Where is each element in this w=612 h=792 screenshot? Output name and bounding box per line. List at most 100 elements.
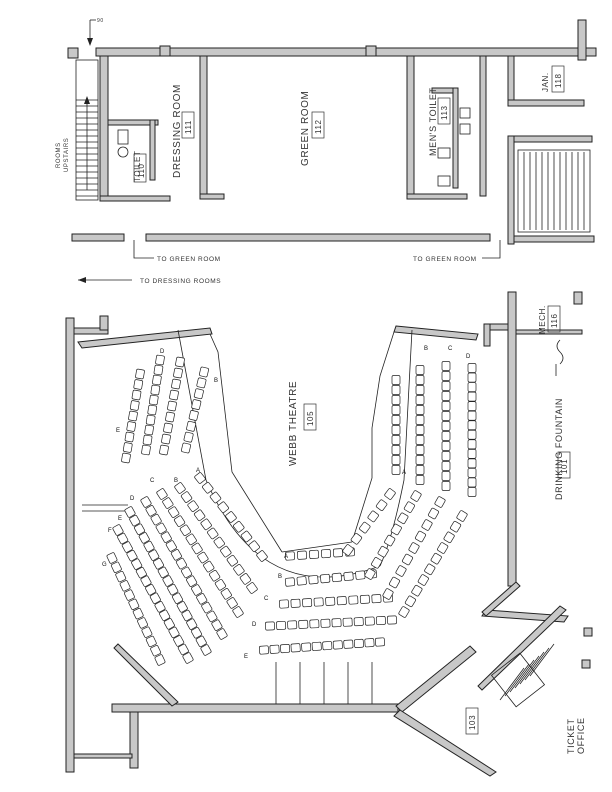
row-letter: C bbox=[150, 478, 155, 484]
seat bbox=[467, 382, 477, 392]
seat bbox=[155, 354, 165, 366]
seat bbox=[364, 616, 375, 626]
seat bbox=[391, 465, 401, 475]
seat bbox=[112, 524, 124, 536]
seat bbox=[387, 615, 397, 625]
seat bbox=[150, 645, 162, 657]
seat bbox=[213, 536, 225, 549]
seat bbox=[206, 610, 218, 623]
seat bbox=[391, 445, 401, 455]
seat bbox=[353, 638, 364, 649]
seat bbox=[248, 540, 260, 553]
seat bbox=[168, 626, 180, 639]
seat bbox=[332, 640, 343, 650]
seat bbox=[441, 361, 451, 371]
seat bbox=[207, 527, 219, 540]
seat bbox=[167, 583, 179, 596]
seat bbox=[424, 563, 436, 576]
seat bbox=[141, 626, 153, 638]
seat bbox=[343, 639, 354, 649]
seat bbox=[467, 458, 477, 469]
seat bbox=[467, 477, 477, 488]
seat bbox=[388, 576, 401, 589]
seat bbox=[350, 533, 363, 545]
row-letter: B bbox=[278, 574, 282, 580]
seat bbox=[175, 356, 185, 368]
seat bbox=[193, 388, 204, 400]
seat bbox=[398, 606, 410, 618]
seat bbox=[117, 532, 129, 545]
seat bbox=[185, 533, 197, 546]
seat bbox=[290, 643, 301, 653]
seat bbox=[129, 400, 140, 411]
seat bbox=[441, 461, 451, 471]
direction-to-dressing-rooms: TO DRESSING ROOMS bbox=[140, 278, 221, 285]
row-letter: E bbox=[244, 654, 248, 660]
seat bbox=[124, 506, 136, 518]
seat bbox=[160, 531, 172, 543]
seat bbox=[169, 389, 179, 401]
seat bbox=[391, 385, 401, 395]
seat bbox=[173, 367, 183, 379]
seat bbox=[216, 628, 228, 640]
seat bbox=[343, 571, 354, 581]
row-letter: B bbox=[214, 378, 218, 384]
seat bbox=[434, 496, 446, 508]
seat bbox=[467, 401, 477, 412]
row-letter: B bbox=[424, 346, 428, 352]
elevation-marker-label: 90 bbox=[97, 18, 104, 24]
seat bbox=[143, 540, 155, 553]
seat bbox=[456, 510, 468, 522]
seat bbox=[196, 593, 208, 605]
room-green-number: 112 bbox=[314, 119, 323, 134]
seat bbox=[265, 621, 275, 631]
row-letter: D bbox=[160, 349, 165, 355]
seat bbox=[145, 505, 157, 517]
seat bbox=[467, 487, 477, 497]
seat bbox=[415, 455, 425, 465]
seat bbox=[467, 439, 477, 450]
seat bbox=[336, 596, 347, 606]
seat bbox=[226, 597, 238, 609]
seat bbox=[441, 451, 451, 461]
seat bbox=[467, 372, 477, 383]
seat bbox=[128, 598, 140, 610]
seat bbox=[427, 507, 440, 520]
seat bbox=[301, 642, 312, 652]
seat bbox=[415, 415, 425, 425]
seat bbox=[217, 501, 229, 514]
seat bbox=[467, 429, 477, 440]
room-theatre-label: WEBB THEATRE bbox=[288, 381, 299, 466]
seat bbox=[441, 401, 451, 411]
seat bbox=[137, 617, 148, 629]
seat bbox=[175, 557, 187, 570]
seat bbox=[417, 574, 429, 586]
room-green-label: GREEN ROOM bbox=[300, 91, 311, 166]
seat bbox=[415, 465, 425, 475]
seat bbox=[415, 385, 425, 395]
seat bbox=[403, 501, 415, 513]
seat bbox=[165, 540, 177, 552]
seat bbox=[144, 424, 154, 436]
seat bbox=[138, 532, 150, 544]
seat bbox=[194, 509, 206, 522]
seat bbox=[411, 584, 423, 597]
seat bbox=[232, 606, 244, 618]
seat bbox=[410, 490, 422, 502]
seat bbox=[168, 506, 180, 518]
seat bbox=[202, 481, 214, 494]
seat bbox=[129, 514, 141, 527]
seat bbox=[134, 523, 145, 535]
seat bbox=[441, 421, 451, 431]
seat bbox=[382, 588, 394, 600]
row-letter: F bbox=[108, 528, 112, 534]
seat bbox=[441, 441, 451, 451]
seat bbox=[182, 652, 194, 664]
row-letter: A bbox=[196, 468, 200, 474]
seat bbox=[149, 592, 161, 604]
seat bbox=[171, 378, 181, 390]
seat bbox=[163, 618, 175, 630]
row-letter: G bbox=[102, 562, 107, 568]
seat bbox=[443, 531, 455, 544]
seat bbox=[121, 541, 133, 553]
